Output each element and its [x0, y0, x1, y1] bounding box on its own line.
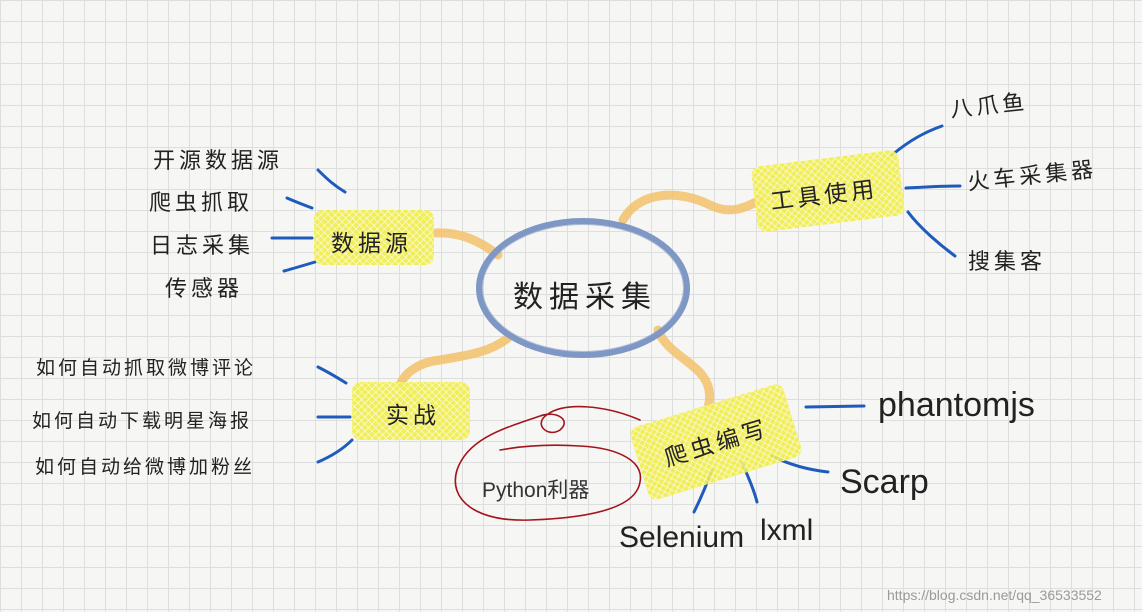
leaf-weibo-followers: 如何自动给微博加粉丝	[35, 456, 256, 478]
branch-data-source-label: 数据源	[331, 231, 412, 257]
connector-data-source	[431, 228, 503, 260]
center-circle	[476, 218, 690, 358]
connector-practice	[395, 333, 513, 390]
leaf-line-crawler-fetch	[285, 196, 314, 210]
connector-tools	[618, 190, 765, 225]
leaf-phantomjs: phantomjs	[878, 386, 1035, 424]
branch-practice-label: 实战	[386, 403, 440, 429]
leaf-line-bazhuayu	[890, 124, 944, 157]
watermark-url: https://blog.csdn.net/qq_36533552	[887, 587, 1102, 603]
leaf-line-huoche	[904, 184, 962, 190]
leaf-line-sensor	[282, 260, 317, 273]
leaf-star-posters: 如何自动下载明星海报	[32, 410, 253, 432]
center-ellipse-trace	[481, 223, 685, 353]
leaf-soujike: 搜集客	[968, 250, 1047, 275]
leaf-line-soujike	[906, 210, 957, 258]
leaf-open-source-data: 开源数据源	[153, 149, 284, 174]
leaf-lxml: lxml	[760, 514, 814, 547]
leaf-crawler-fetch: 爬虫抓取	[149, 191, 254, 216]
leaf-line-followers	[316, 438, 354, 464]
leaf-line-open-source	[316, 168, 347, 194]
highlight-practice	[352, 382, 470, 440]
branch-connectors	[395, 190, 765, 413]
leaf-selenium: Selenium	[619, 521, 745, 554]
center-node-label: 数据采集	[513, 280, 657, 315]
leaf-line-weibo-comment	[316, 365, 348, 385]
annotation-loop	[454, 405, 642, 521]
leaf-scarp: Scarp	[840, 463, 929, 501]
leaf-weibo-comments: 如何自动抓取微博评论	[36, 357, 257, 379]
connector-crawler	[653, 325, 715, 413]
leaf-line-phantomjs	[804, 404, 866, 409]
leaf-connectors	[270, 124, 962, 514]
leaf-log-collection: 日志采集	[150, 234, 255, 259]
center-ellipse	[476, 218, 690, 358]
highlight-data-source	[314, 210, 434, 265]
leaf-sensor: 传感器	[165, 277, 244, 302]
annotation-python-tool: Python利器	[482, 479, 590, 502]
